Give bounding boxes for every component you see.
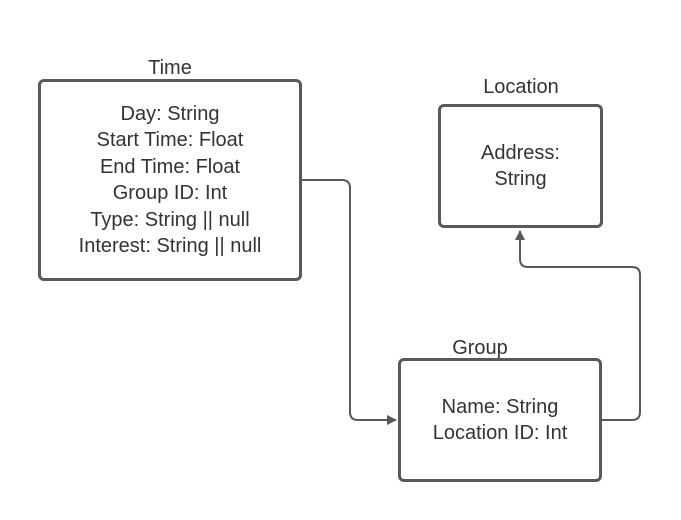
time-field-day: Day: String bbox=[120, 102, 220, 125]
time-field-interest: Interest: String || null bbox=[78, 235, 262, 257]
connector-time-to-group bbox=[302, 179, 397, 425]
group-field-name: Name: String bbox=[441, 395, 559, 418]
group-field-location-id: Location ID: Int bbox=[432, 422, 568, 444]
time-field-start-time: Start Time: Float bbox=[96, 129, 244, 151]
group-entity-box[interactable]: Name: String Location ID: Int bbox=[398, 358, 602, 482]
location-field-address-label: Address: bbox=[481, 141, 560, 164]
connector-group-to-location bbox=[515, 230, 641, 421]
time-entity-title: Time bbox=[148, 57, 192, 79]
group-entity-title: Group bbox=[452, 337, 508, 359]
time-field-group-id: Group ID: Int bbox=[112, 182, 228, 204]
time-field-type: Type: String || null bbox=[90, 208, 250, 231]
time-field-end-time: End Time: Float bbox=[99, 155, 241, 178]
time-entity-box[interactable]: Day: String Start Time: Float End Time: … bbox=[38, 79, 302, 281]
location-field-address-type: String bbox=[494, 168, 547, 190]
location-entity-title: Location bbox=[483, 76, 559, 98]
location-entity-box[interactable]: Address: String bbox=[438, 104, 603, 228]
